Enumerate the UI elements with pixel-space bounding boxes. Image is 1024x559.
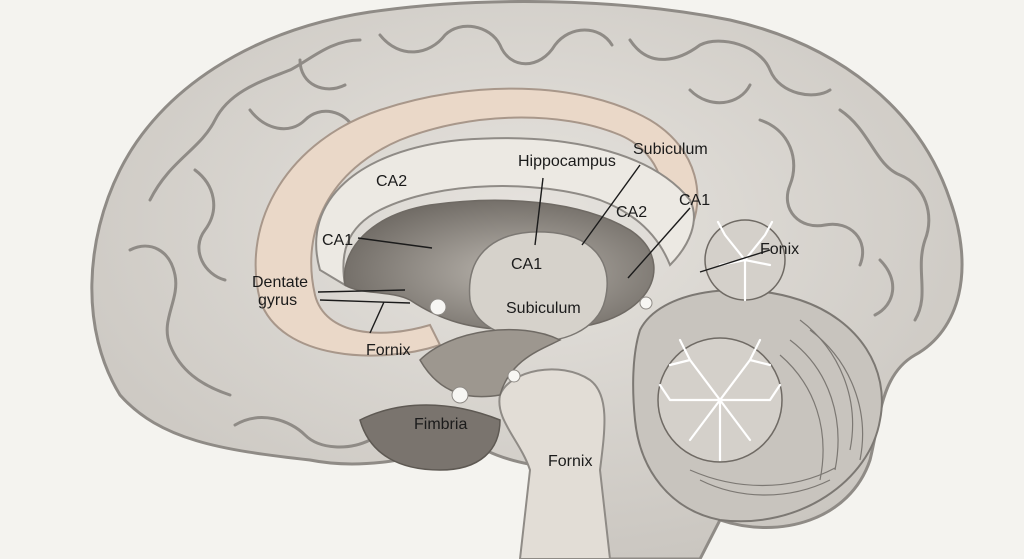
leader-fonix-right bbox=[699, 249, 771, 273]
label-subiculum-center: Subiculum bbox=[506, 300, 581, 317]
leader-ca1-left bbox=[357, 237, 433, 249]
labels: Hippocampus Subiculum CA2 CA1 Dentate gy… bbox=[252, 141, 799, 470]
label-ca2-left: CA2 bbox=[376, 173, 407, 190]
label-hippocampus: Hippocampus bbox=[518, 153, 616, 170]
cingulate-band bbox=[254, 87, 699, 357]
cerebellum bbox=[632, 219, 883, 523]
nodules bbox=[429, 296, 653, 404]
label-fornix-left: Fornix bbox=[366, 342, 410, 359]
label-ca2-right: CA2 bbox=[616, 204, 647, 221]
label-ca1-left: CA1 bbox=[322, 232, 353, 249]
label-fornix-bottom: Fornix bbox=[548, 453, 592, 470]
lower-dark-region bbox=[359, 404, 501, 471]
leader-ca1-right bbox=[627, 207, 691, 279]
leader-hippocampus bbox=[534, 177, 544, 246]
label-dentate-line2: gyrus bbox=[258, 292, 297, 309]
label-fimbria: Fimbria bbox=[414, 416, 467, 433]
hippocampal-body bbox=[468, 231, 608, 342]
label-subiculum-top: Subiculum bbox=[633, 141, 708, 158]
leader-dentate bbox=[317, 289, 406, 293]
label-fonix-right: Fonix bbox=[760, 241, 799, 258]
leader-dentate-2 bbox=[319, 299, 411, 304]
label-ca1-center: CA1 bbox=[511, 256, 542, 273]
corpus-callosum bbox=[315, 137, 695, 287]
leader-subiculum-top bbox=[581, 164, 641, 246]
cortical-gyri bbox=[128, 24, 931, 449]
brainstem bbox=[498, 368, 612, 559]
leader-fornix-left bbox=[369, 301, 385, 334]
label-dentate-line1: Dentate bbox=[252, 274, 308, 291]
label-ca1-right: CA1 bbox=[679, 192, 710, 209]
leader-lines bbox=[317, 164, 771, 334]
